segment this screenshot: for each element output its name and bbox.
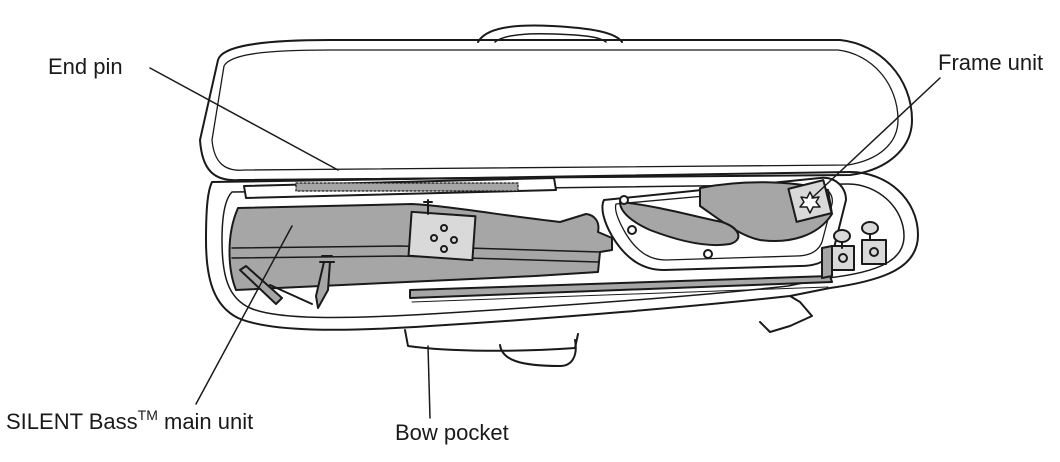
case-lid-seam (211, 49, 899, 171)
leader-end-pin (149, 67, 339, 171)
frame-clamp-star-icon (799, 191, 821, 214)
case-handle-inner (494, 32, 607, 43)
tuning-screw (838, 253, 848, 263)
bow-pocket-flap (499, 339, 577, 367)
leader-main-unit (195, 225, 293, 405)
label-frame-unit: Frame unit (938, 50, 1044, 75)
label-end-pin: End pin (48, 54, 123, 79)
frame-unit-lower (619, 201, 740, 247)
control-knob (430, 234, 438, 242)
leader-frame-unit (811, 77, 941, 199)
tuning-key (833, 229, 851, 243)
label-bow-pocket: Bow pocket (395, 420, 509, 445)
label-main-unit-trademark: TM (137, 407, 158, 423)
frame-pivot (627, 225, 637, 235)
case-lid-outer (199, 39, 913, 182)
case-body-inner-rim (221, 183, 905, 319)
leader-bow-pocket (427, 345, 431, 419)
end-pin-strip (295, 182, 519, 192)
frame-tray-inner (614, 185, 833, 261)
label-main-unit-suffix: main unit (157, 409, 254, 434)
side-strap (759, 295, 813, 333)
tuning-key (861, 221, 879, 235)
control-knob (450, 236, 458, 244)
tuning-machine (831, 245, 855, 271)
bow-hair (411, 286, 829, 303)
scroll-plate (821, 245, 833, 279)
strut-rod (269, 284, 313, 305)
bow-pocket (404, 329, 579, 352)
bow (409, 275, 833, 299)
strut-peg-cap (319, 255, 335, 263)
control-jack (423, 199, 433, 215)
control-knob (440, 245, 448, 253)
control-knob (440, 224, 448, 232)
tuning-post (841, 233, 871, 249)
control-plate (407, 210, 477, 262)
case-handle (477, 24, 623, 43)
label-main-unit-prefix: SILENT Bass (6, 409, 138, 434)
main-unit-lower-rail (231, 245, 601, 263)
label-main-unit: SILENT BassTM main unit (6, 408, 254, 434)
case-body-outer (205, 171, 919, 331)
tuning-screw (869, 247, 879, 257)
frame-pivot (703, 249, 713, 259)
frame-pivot (619, 195, 629, 205)
tuning-machine (861, 239, 887, 265)
